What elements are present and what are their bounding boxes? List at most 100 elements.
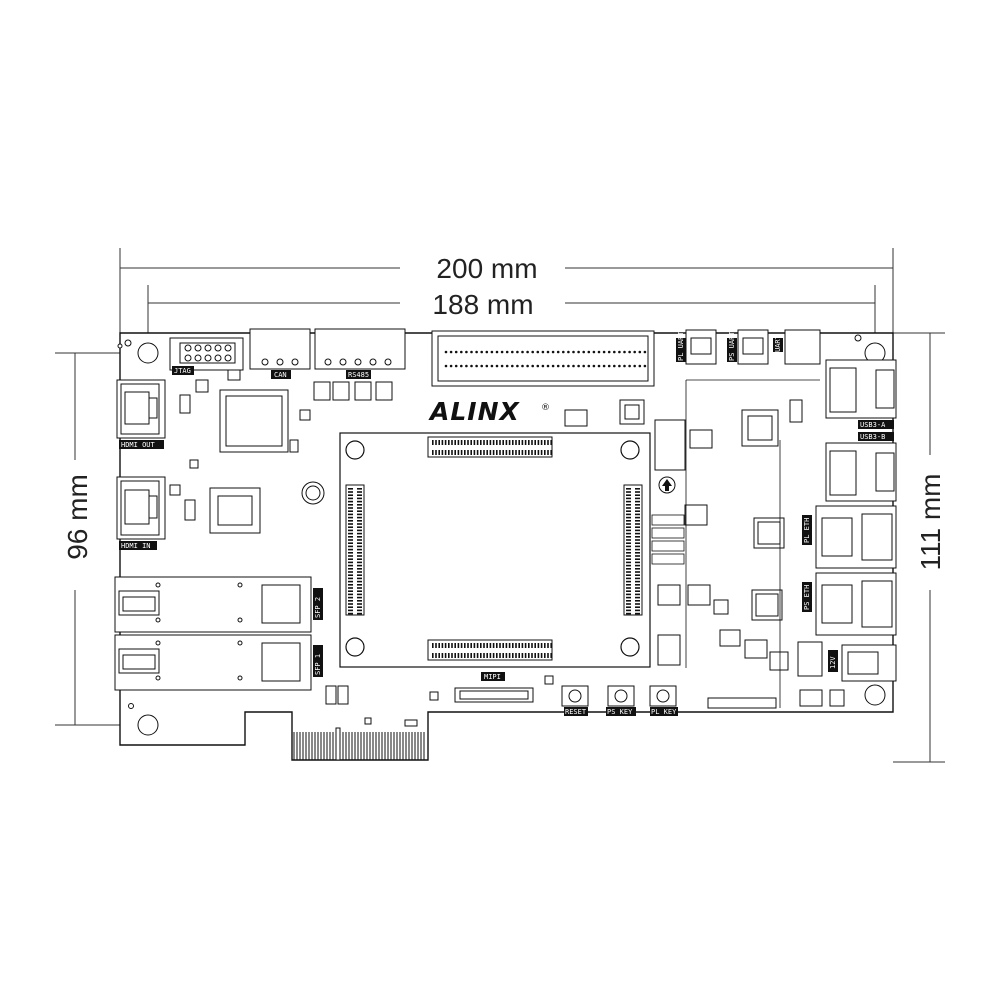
header-pin (465, 364, 468, 368)
module-connector-pin (357, 580, 362, 583)
module-label-blocks (651, 514, 685, 565)
header-pin (628, 364, 631, 368)
header-pin (582, 364, 585, 368)
module-connector-pin (502, 653, 504, 658)
module-connector-pin (626, 564, 631, 567)
header-pin (485, 364, 489, 368)
ps-uart-label-bg (727, 338, 737, 362)
module-connector-pin (348, 545, 353, 548)
module-connector-pin (460, 643, 463, 648)
expansion-header-top (431, 330, 655, 387)
module-connector-pin (357, 488, 362, 490)
mipi-label-bg (481, 672, 505, 681)
header-pin (454, 350, 458, 354)
module-connector-pin (441, 643, 444, 648)
module-connector-pin (348, 510, 353, 512)
module-connector-pin (451, 643, 453, 648)
module-connector-pin (348, 539, 353, 541)
module-connector-pin (348, 504, 353, 506)
small-components-bottom (325, 634, 681, 727)
module-connector-pin (460, 440, 463, 445)
module-connector-pin (486, 450, 488, 455)
module-connector-pin (626, 574, 631, 576)
module-connector-pin (357, 564, 362, 567)
module-connector-pin (483, 643, 485, 648)
module-connector-pin (626, 606, 631, 608)
module-connector-pin (348, 529, 353, 532)
module-connector-pin (348, 584, 353, 586)
module-connector-pin (357, 536, 362, 538)
pl-key-button (649, 685, 677, 707)
module-connector-pin (626, 520, 631, 522)
header-pin (449, 364, 453, 368)
module-connector-pin (357, 510, 362, 512)
header-pin (633, 364, 636, 368)
module-connector-pin (635, 587, 640, 589)
module-connector-pin (464, 643, 466, 648)
module-connector-pin (635, 577, 640, 580)
header-pin (556, 364, 560, 368)
header-pin (490, 364, 494, 368)
module-connector-pin (515, 450, 517, 455)
module-connector-pin (626, 507, 631, 509)
module-connector-pin (476, 643, 479, 648)
module-connector-pin (626, 516, 631, 519)
usb3-b-label: USB3-B (860, 433, 885, 441)
module-connector-pin (348, 593, 353, 596)
module-connector-pin (626, 536, 631, 538)
dc-power-jack (841, 644, 897, 682)
reset-label-bg (564, 707, 588, 716)
module-connector-pin (348, 513, 353, 516)
module-connector-pin (505, 653, 508, 658)
module-connector-pin (454, 450, 456, 455)
module-connector-pin (357, 603, 362, 605)
module-connector-pin (626, 542, 631, 544)
header-pin (511, 364, 514, 368)
module-connector-pin (451, 653, 453, 658)
header-pin (531, 350, 534, 354)
module-connector-pin (438, 653, 440, 658)
header-pin (536, 350, 540, 354)
usb3-a-label-bg (858, 420, 894, 429)
jtag-header (169, 337, 244, 371)
header-pin (475, 350, 478, 354)
header-pin (470, 350, 473, 354)
hdmi-out-port (116, 379, 166, 439)
header-pin (536, 364, 540, 368)
module-connector-pin (454, 643, 456, 648)
module-connector-pin (524, 440, 527, 445)
module-connector-pin (444, 450, 447, 455)
module-connector-pin (348, 507, 353, 509)
can-terminal (249, 328, 311, 370)
module-connector-pin (626, 494, 631, 496)
hdmi-tx-chip (219, 389, 289, 453)
module-connector-pin (635, 497, 640, 500)
module-connector-pin (357, 571, 362, 573)
module-connector-pin (635, 500, 640, 503)
module-connector-pin (521, 643, 524, 648)
module-connector-pin (348, 536, 353, 538)
header-pin (505, 350, 509, 354)
module-connector-pin (626, 529, 631, 532)
bottom-fpc-connector (707, 697, 777, 709)
header-pin (613, 364, 616, 368)
module-connector-pin (480, 450, 482, 455)
module-connector-pin (457, 643, 460, 648)
module-connector-pin (348, 574, 353, 576)
usb3-port-b (825, 442, 897, 502)
header-pin (480, 364, 484, 368)
module-connector-pin (480, 440, 482, 445)
module-connector-pin (486, 653, 488, 658)
module-connector-pin (626, 526, 631, 528)
module-connector-pin (521, 440, 524, 445)
module-connector-pin (348, 609, 353, 612)
module-connector-pin (508, 440, 511, 445)
module-connector-pin (635, 552, 640, 554)
module-connector-pin (357, 612, 362, 615)
dc12v-label-bg (828, 650, 838, 672)
header-pin (623, 350, 626, 354)
module-connector-pin (499, 643, 501, 648)
pl-eth-label: PL ETH (803, 518, 811, 543)
module-connector-pin (635, 571, 640, 573)
module-connector-pin (357, 574, 362, 576)
